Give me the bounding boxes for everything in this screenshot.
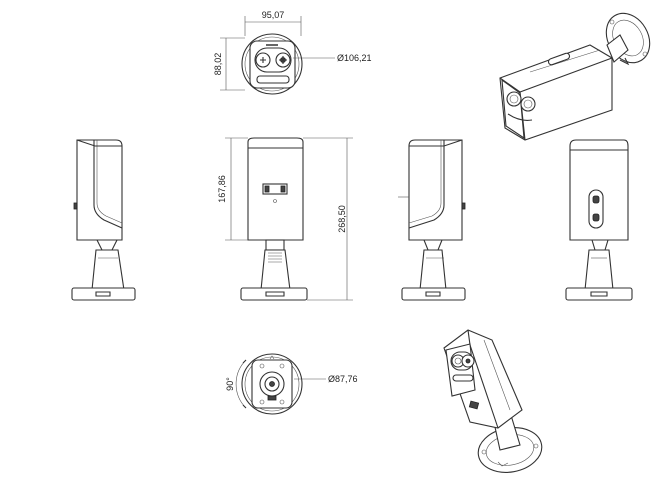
- dim-front-height: 88,02: [213, 53, 223, 76]
- dim-side-body-height: 167,86: [217, 175, 227, 203]
- dim-front-width: 95,07: [262, 10, 285, 20]
- dim-front-diameter: Ø106,21: [337, 53, 372, 63]
- isometric-view-bottom: [443, 329, 543, 473]
- front-view: 95,07 88,02 Ø106,21: [213, 10, 372, 95]
- isometric-view-top-right: [499, 12, 651, 141]
- base-bottom-view: 90° Ø87,76: [225, 353, 358, 415]
- right-side-view: [398, 139, 466, 301]
- right-view-with-window: [565, 139, 633, 301]
- rear-view: 167,86 268,50: [217, 137, 353, 301]
- dim-base-angle: 90°: [225, 377, 235, 391]
- dim-side-total-height: 268,50: [337, 205, 347, 233]
- dim-base-diameter: Ø87,76: [328, 374, 358, 384]
- left-side-view: [71, 139, 136, 301]
